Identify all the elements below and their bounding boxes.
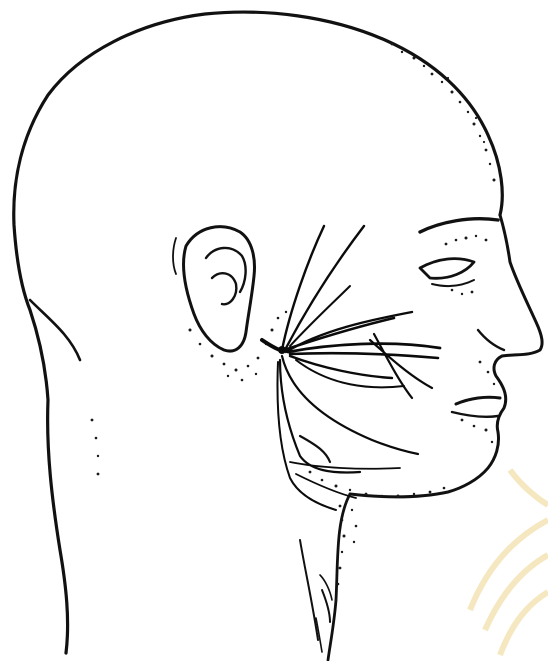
ear — [173, 227, 254, 351]
facial-nerve-branches — [262, 226, 440, 510]
stipple-shading — [91, 43, 496, 602]
watermark-emblem — [470, 470, 548, 655]
head-outline — [14, 12, 503, 653]
